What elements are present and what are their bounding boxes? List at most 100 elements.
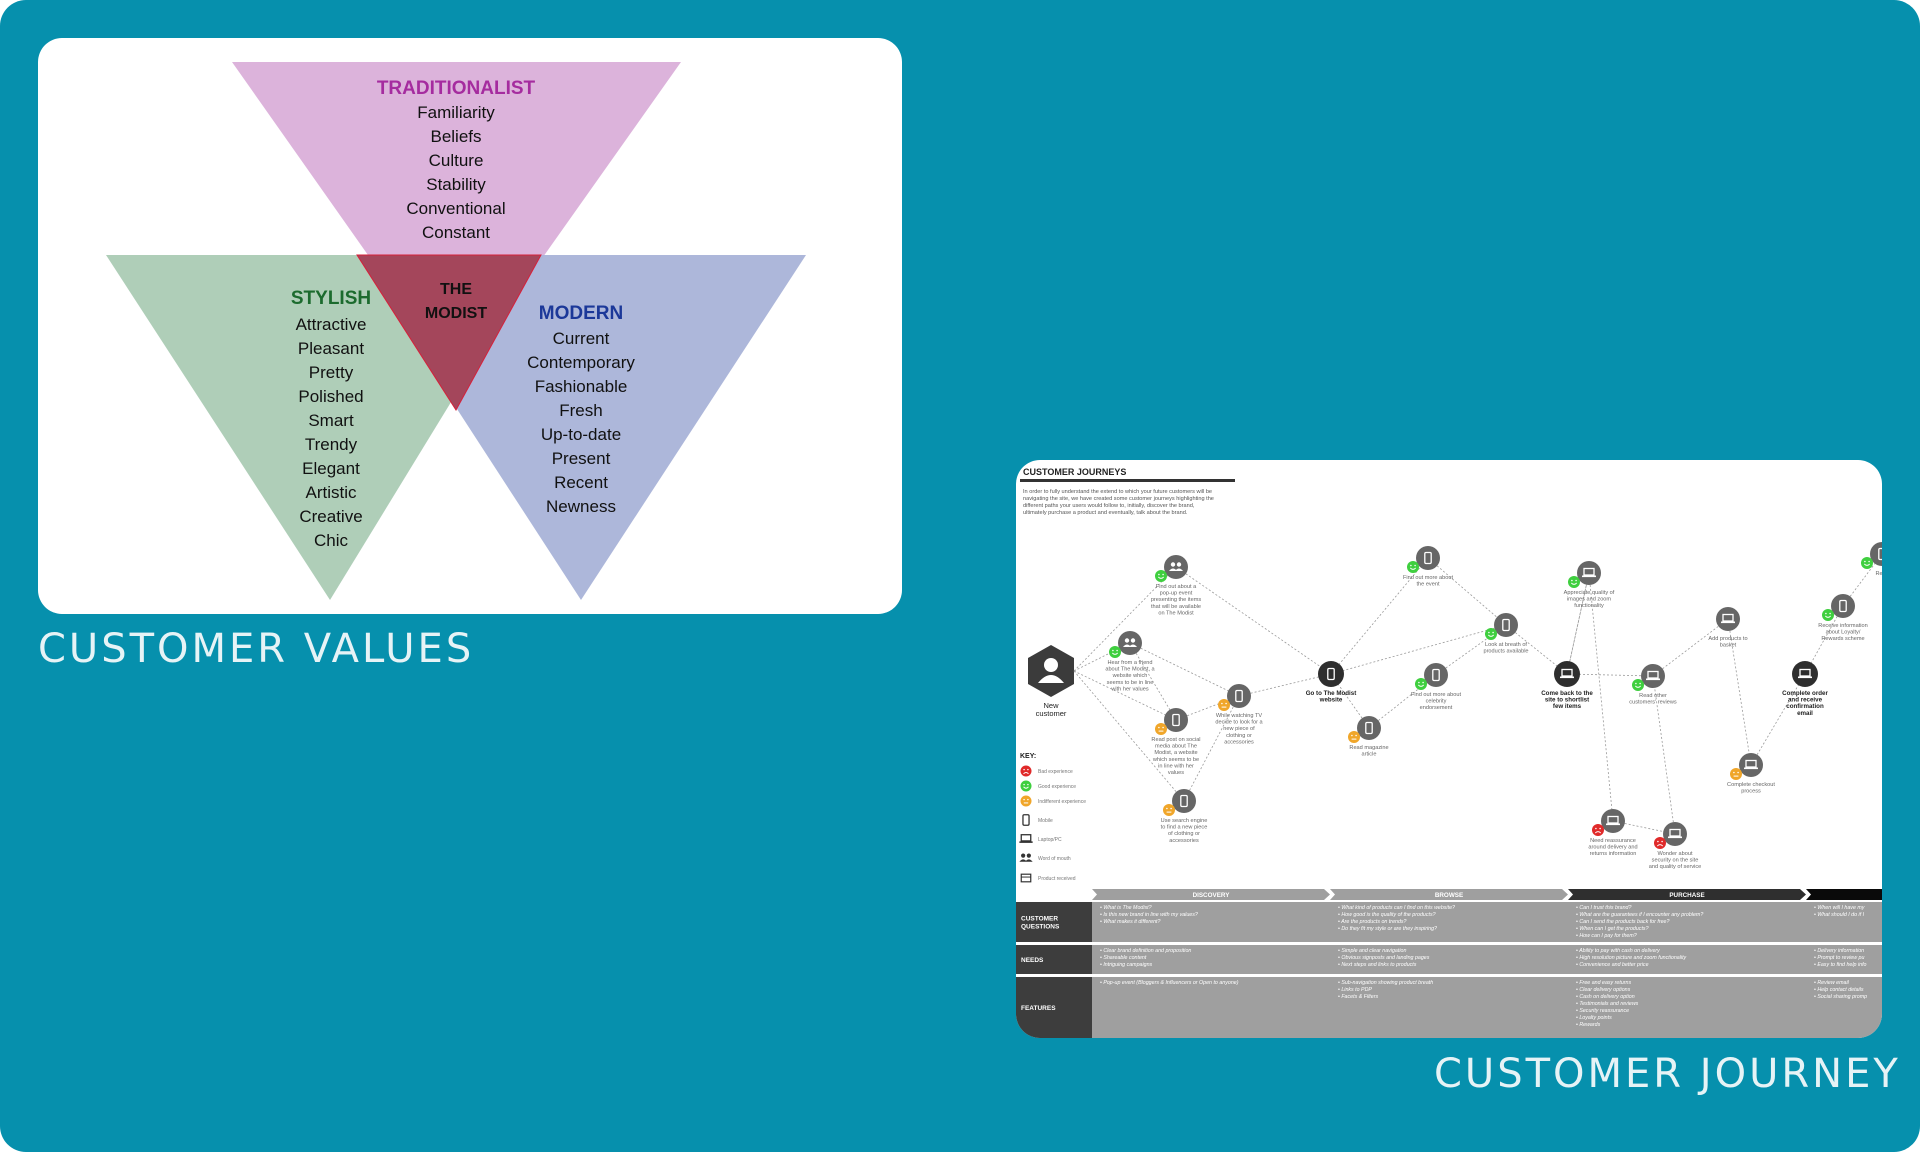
row-label-cell — [1016, 977, 1092, 1038]
laptop-icon — [1668, 836, 1682, 839]
face-eye — [1023, 783, 1025, 786]
person-icon — [1038, 675, 1064, 683]
indifferent-experience-icon — [1020, 795, 1032, 807]
face-eye — [1221, 702, 1223, 705]
word-of-mouth-icon — [1124, 638, 1130, 643]
row-item: • Is this new brand in line with my valu… — [1100, 912, 1198, 918]
mobile-icon — [1327, 667, 1335, 681]
row-item: • Are the products on trends? — [1338, 919, 1407, 925]
face-mouth — [1656, 844, 1664, 847]
journey-node-label: Complete checkout — [1727, 782, 1775, 788]
stylish-value-item: Smart — [308, 411, 354, 430]
journey-connector — [1073, 566, 1177, 672]
journey-node — [1164, 555, 1188, 579]
journey-connector — [1330, 624, 1507, 675]
face-mouth — [1409, 567, 1417, 570]
face-eye — [1737, 771, 1739, 774]
face-eye — [1571, 579, 1573, 582]
stylish-value-item: Attractive — [296, 315, 367, 334]
intro-text: navigating the site, we have created som… — [1023, 496, 1214, 502]
row-item: • Pop-up event (Bloggers & Influencers o… — [1100, 980, 1239, 986]
the-modist-label-line: THE — [440, 281, 472, 298]
word-of-mouth-icon — [1021, 853, 1026, 858]
phase-label: PURCHASE — [1669, 892, 1704, 899]
journey-node-label: Come back to the — [1541, 690, 1593, 697]
journey-connector — [1588, 572, 1614, 822]
journey-node-label: around delivery and — [1588, 845, 1637, 851]
face-eye — [1733, 771, 1735, 774]
phase-label: DISCOVERY — [1193, 892, 1231, 899]
face-eye — [1023, 798, 1025, 801]
stylish-value-item: Pretty — [309, 363, 354, 382]
journey-node — [1172, 789, 1196, 813]
word-of-mouth-icon — [1169, 568, 1183, 571]
journey-connector — [1427, 557, 1507, 626]
face-mouth — [1023, 772, 1029, 775]
journey-node-label: about The Modist, a — [1105, 667, 1155, 673]
good-experience-icon — [1632, 679, 1644, 691]
journey-node-label: few items — [1553, 703, 1582, 710]
good-experience-icon — [1822, 609, 1834, 621]
journey-title: CUSTOMER JOURNEYS — [1023, 467, 1126, 477]
indifferent-experience-icon — [1155, 723, 1167, 735]
start-label: New — [1043, 701, 1059, 710]
customer-journey-caption: CUSTOMER JOURNEY — [1434, 1051, 1901, 1097]
journey-connector — [1330, 557, 1429, 675]
journey-node-label: Receive information — [1818, 623, 1867, 629]
laptop-icon — [1582, 575, 1596, 578]
row-item: • Review email — [1814, 980, 1850, 986]
face-eye — [1112, 649, 1114, 652]
row-label-cell — [1016, 902, 1092, 942]
modern-value-item: Current — [553, 329, 610, 348]
face-eye — [1158, 573, 1160, 576]
phase-arrow — [1806, 889, 1882, 900]
stylish-value-item: Elegant — [302, 459, 360, 478]
journey-node — [1577, 561, 1601, 585]
stylish-value-item: Chic — [314, 531, 349, 550]
journey-connector — [1175, 566, 1332, 675]
indifferent-experience-icon — [1163, 804, 1175, 816]
row-item: • Facets & Filters — [1338, 994, 1378, 1000]
row-cell — [1092, 902, 1882, 942]
row-label: QUESTIONS — [1021, 924, 1060, 931]
phase-arrow — [1092, 889, 1330, 900]
stylish-value-item: Artistic — [306, 483, 358, 502]
journey-connector — [1652, 618, 1729, 677]
face-eye — [1418, 681, 1420, 684]
journey-node-label: media about The — [1155, 744, 1197, 750]
face-eye — [1162, 573, 1164, 576]
journey-node-label: images and zoom — [1567, 597, 1611, 603]
journey-node-label: functionality — [1574, 603, 1604, 609]
row-item: • Intriguing campaigns — [1100, 962, 1153, 968]
journey-node-label: celebrity — [1426, 699, 1447, 705]
face-mouth — [1824, 615, 1832, 618]
face-eye — [1864, 560, 1866, 563]
mobile-icon — [1022, 814, 1030, 826]
journey-node-label: the event — [1416, 582, 1439, 588]
modern-value-item: Contemporary — [527, 353, 635, 372]
row-item: • Rewards — [1576, 1022, 1601, 1028]
face-eye — [1414, 564, 1416, 567]
word-of-mouth-icon — [1019, 859, 1033, 862]
journey-node-label: Go to The Modist — [1306, 690, 1357, 697]
journey-connector — [1750, 673, 1806, 766]
journey-node-label: that will be available — [1151, 604, 1201, 610]
journey-node-label: Rewards scheme — [1821, 636, 1864, 642]
journey-node-label: and quality of service — [1649, 864, 1702, 870]
mobile-icon — [1424, 551, 1432, 565]
face-eye — [1639, 682, 1641, 685]
journey-node-label: website which — [1112, 673, 1148, 679]
journey-node-label: with her values — [1110, 686, 1149, 692]
laptop-icon — [1607, 815, 1619, 824]
face-eye — [1355, 734, 1357, 737]
laptop-icon — [1561, 668, 1573, 677]
journey-node — [1164, 708, 1188, 732]
modern-value-item: Present — [552, 449, 611, 468]
row-item: • Clear delivery options — [1576, 987, 1631, 993]
stylish-value-item: Trendy — [305, 435, 358, 454]
journey-node-label: article — [1362, 752, 1377, 758]
face-mouth — [1863, 563, 1871, 566]
laptop-icon — [1606, 823, 1620, 826]
row-item: • Clear brand definition and proposition — [1100, 948, 1191, 954]
journey-node-label: Read post on social — [1151, 737, 1200, 743]
